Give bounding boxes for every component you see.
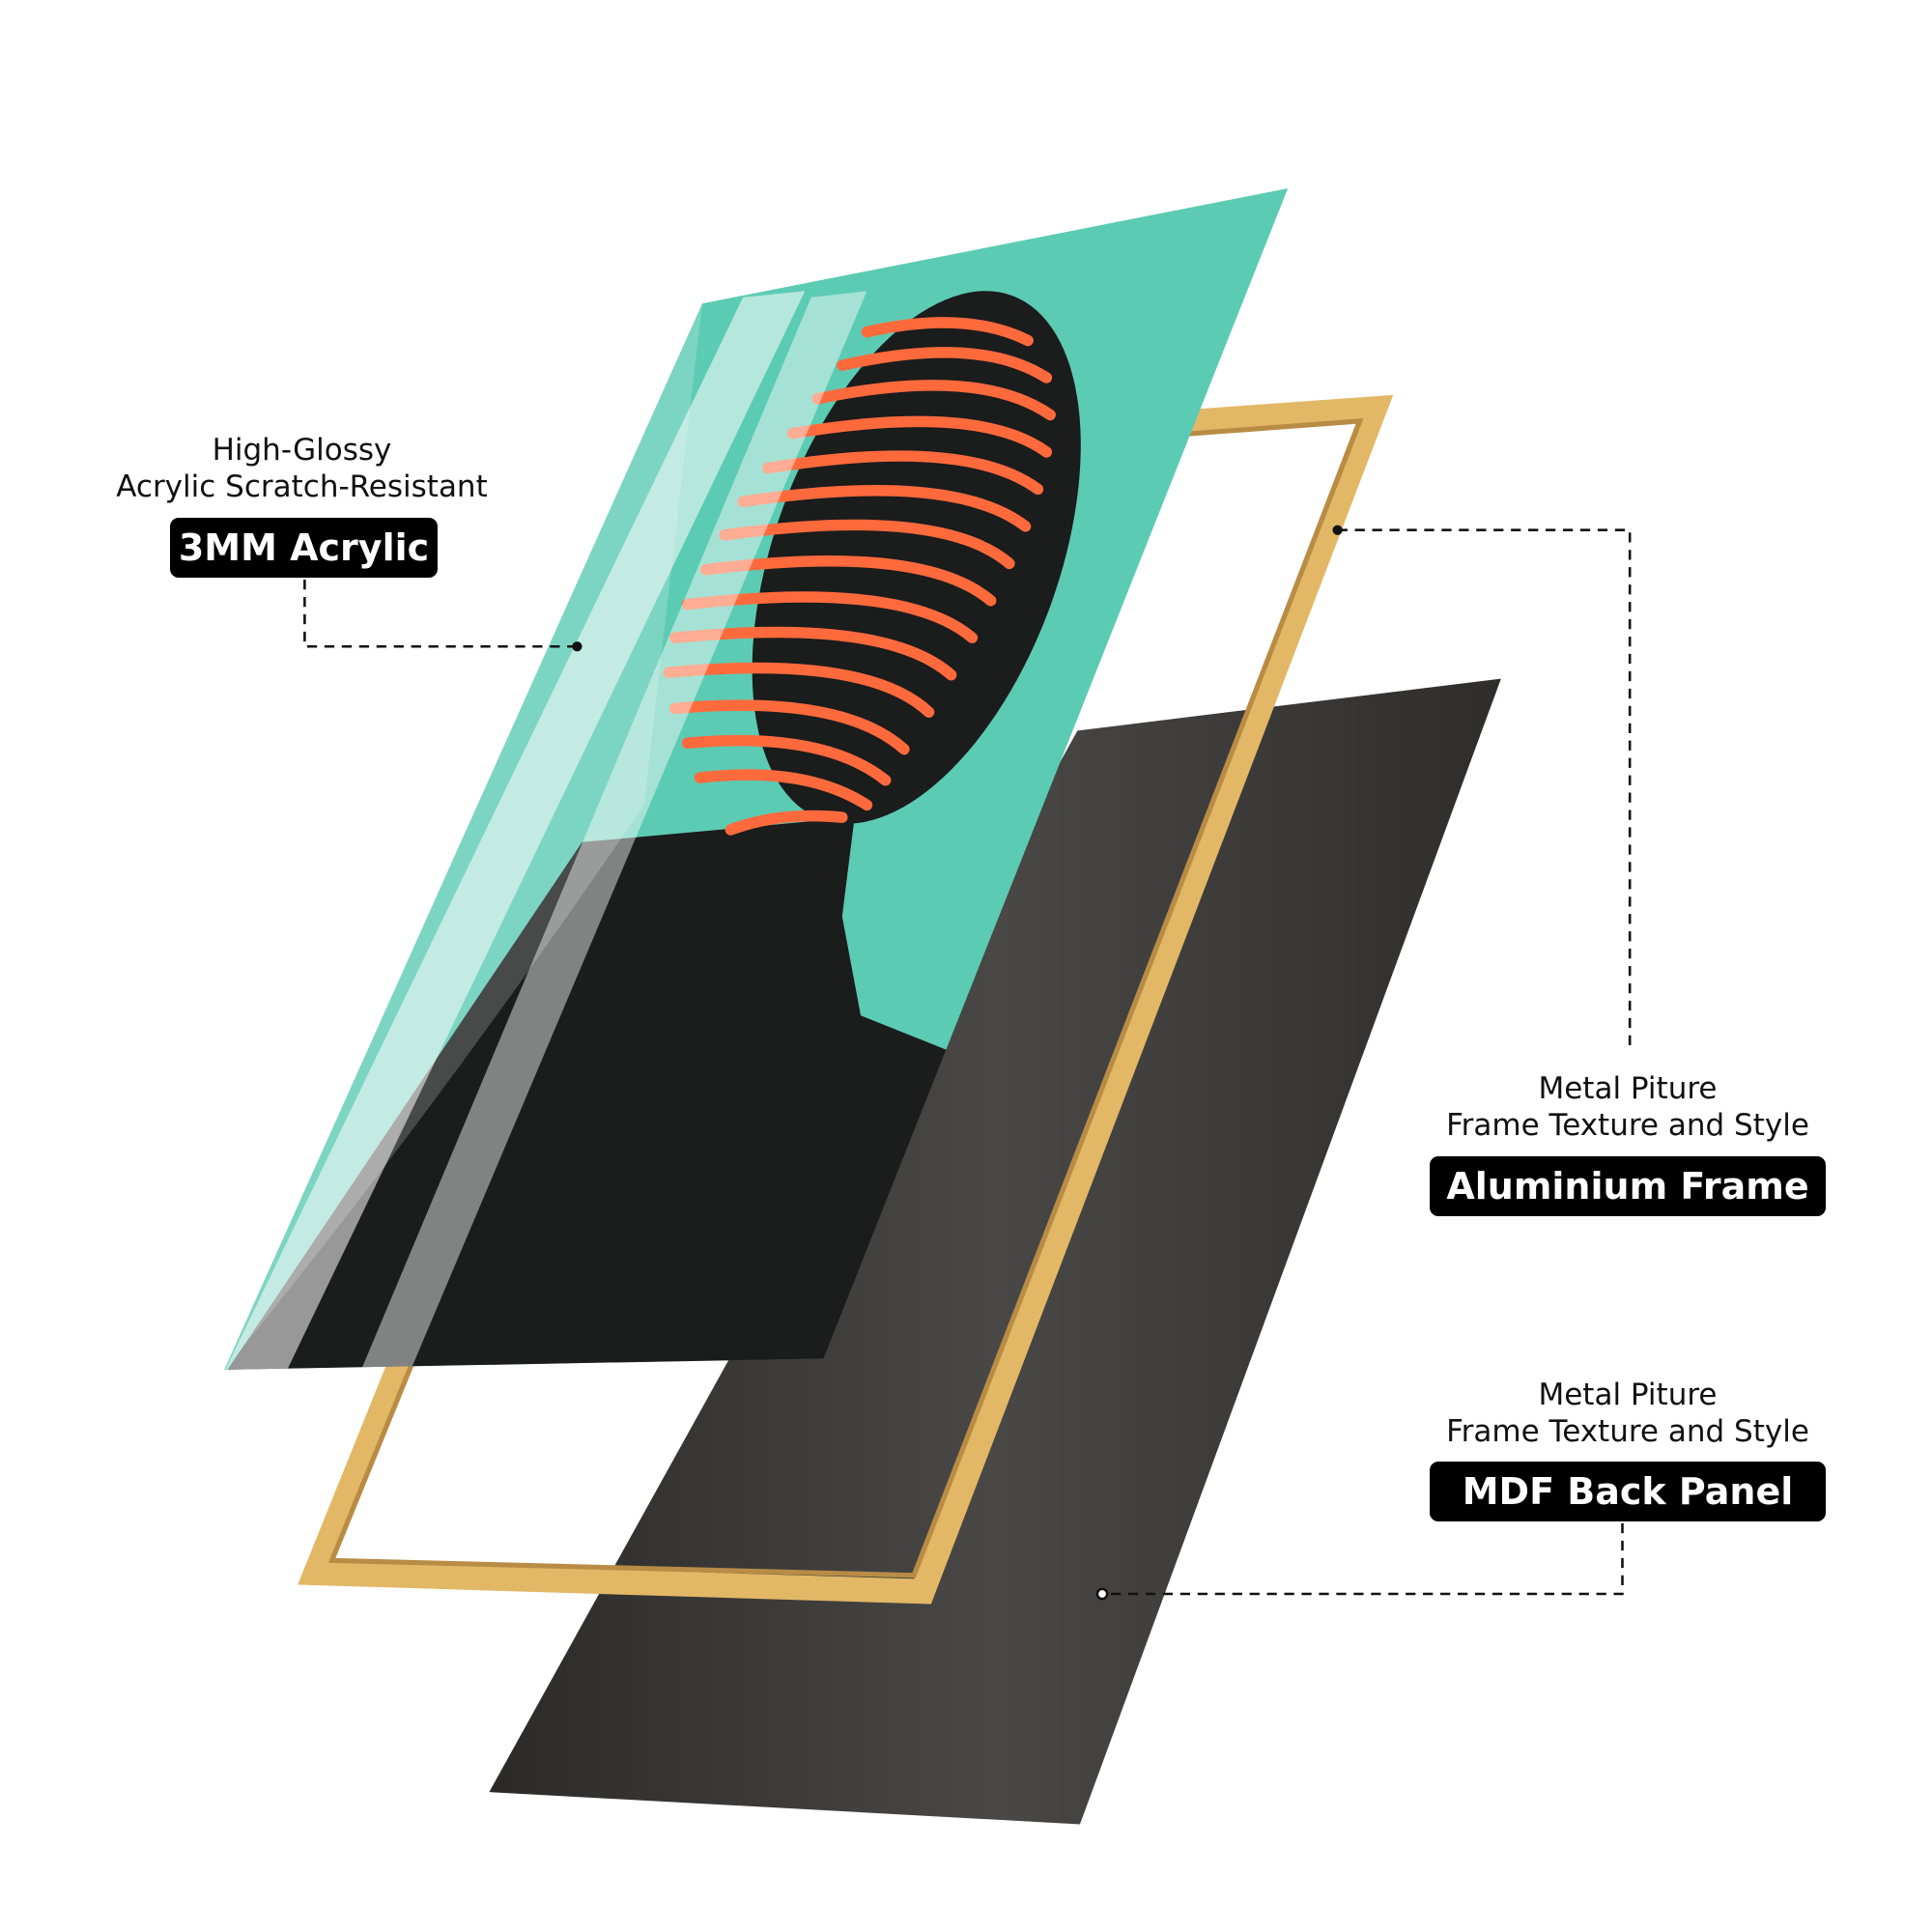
- callout-dots: [572, 525, 1343, 1601]
- acrylic-caption: High-Glossy Acrylic Scratch-Resistant: [97, 432, 507, 505]
- panel-caption: Metal Piture Frame Texture and Style: [1420, 1377, 1835, 1450]
- acrylic-caption-line1: High-Glossy: [212, 433, 392, 468]
- frame-caption: Metal Piture Frame Texture and Style: [1420, 1070, 1835, 1144]
- callout-lines: [303, 528, 1632, 1596]
- orange-stripes: [663, 317, 1056, 836]
- acrylic-print: [224, 187, 1289, 1370]
- frame-caption-line1: Metal Piture: [1538, 1071, 1718, 1106]
- frame-caption-line2: Frame Texture and Style: [1446, 1108, 1809, 1143]
- panel-caption-line1: Metal Piture: [1538, 1378, 1718, 1412]
- panel-badge: MDF Back Panel: [1430, 1462, 1826, 1521]
- mdf-back-panel: [489, 678, 1501, 1825]
- frame-badge: Aluminium Frame: [1430, 1156, 1826, 1216]
- acrylic-caption-line2: Acrylic Scratch-Resistant: [116, 469, 488, 504]
- acrylic-badge: 3MM Acrylic: [170, 518, 438, 578]
- panel-caption-line2: Frame Texture and Style: [1446, 1414, 1809, 1449]
